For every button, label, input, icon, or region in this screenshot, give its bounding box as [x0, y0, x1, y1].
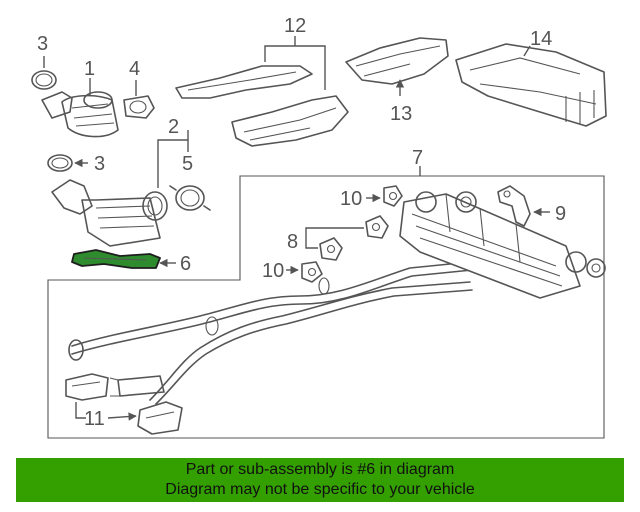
- callout-2: 2: [168, 116, 179, 138]
- leader-11-left: [75, 402, 86, 419]
- part-9-bracket[interactable]: [497, 185, 550, 227]
- part-11-shield-left[interactable]: [65, 373, 109, 401]
- callout-14: 14: [530, 28, 552, 50]
- part-2-catalytic-converter[interactable]: [51, 179, 168, 247]
- part-8-hanger-upper[interactable]: [365, 215, 389, 239]
- callout-3-lower: 3: [94, 153, 105, 175]
- leader-2: [157, 130, 189, 188]
- callout-7: 7: [412, 147, 423, 169]
- part-12-heat-shield-upper[interactable]: [175, 65, 313, 99]
- callout-4: 4: [129, 58, 140, 80]
- banner-line-1: Part or sub-assembly is #6 in diagram: [185, 461, 455, 478]
- leader-8-lower: [305, 244, 318, 249]
- part-12-heat-shield-lower[interactable]: [231, 95, 349, 147]
- callout-8: 8: [287, 231, 298, 253]
- callout-6: 6: [180, 253, 191, 275]
- leader-12: [264, 45, 326, 90]
- part-6-heat-shield-highlighted[interactable]: [71, 249, 176, 269]
- part-10-hanger-lower[interactable]: [286, 261, 323, 283]
- callout-13: 13: [390, 103, 412, 125]
- callout-5: 5: [182, 153, 193, 175]
- exhaust-parts-diagram: 3 1 4 2 5 3: [31, 15, 607, 439]
- callout-12: 12: [284, 15, 306, 37]
- callout-10-upper: 10: [340, 188, 362, 210]
- callout-11: 11: [84, 408, 105, 430]
- callout-3-top: 3: [37, 33, 48, 55]
- info-banner: Part or sub-assembly is #6 in diagram Di…: [16, 458, 624, 502]
- part-7-assembly-frame: [47, 175, 605, 439]
- part-10-hanger-upper[interactable]: [366, 185, 403, 207]
- callout-10-lower: 10: [262, 260, 284, 282]
- part-1-catalytic-converter[interactable]: [41, 78, 119, 138]
- muffler[interactable]: [399, 191, 606, 299]
- leader-8-upper: [305, 227, 364, 244]
- part-4-gasket[interactable]: [123, 80, 155, 119]
- part-8-hanger-lower[interactable]: [319, 237, 343, 261]
- part-5-clamp[interactable]: [169, 185, 211, 211]
- callout-9: 9: [555, 203, 566, 225]
- callout-1: 1: [84, 58, 95, 80]
- leader-11-right: [107, 412, 137, 421]
- exhaust-pipe-assembly[interactable]: [68, 261, 473, 405]
- part-3-gasket-top[interactable]: [31, 56, 57, 90]
- banner-line-2: Diagram may not be specific to your vehi…: [165, 481, 475, 498]
- part-11-shield-right[interactable]: [137, 401, 183, 435]
- part-14-heat-shield[interactable]: [455, 43, 607, 127]
- part-13-heat-shield[interactable]: [345, 37, 449, 96]
- part-3-gasket-lower[interactable]: [47, 154, 88, 172]
